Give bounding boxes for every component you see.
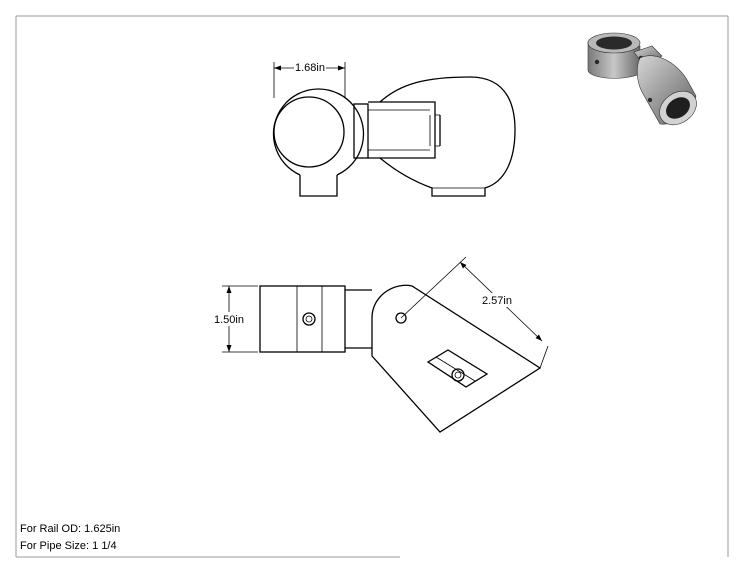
length-dimension-label: 2.57in xyxy=(482,295,512,307)
front-view xyxy=(259,284,542,433)
dimension-width: 1.68in xyxy=(273,60,346,98)
fitting-3d-icon xyxy=(587,32,697,126)
top-view xyxy=(272,76,516,197)
pipe-size-note: For Pipe Size: 1 1/4 xyxy=(20,540,117,552)
rail-od-note: For Rail OD: 1.625in xyxy=(20,523,121,535)
dimension-height: 1.50in xyxy=(210,285,258,353)
height-dimension-label: 1.50in xyxy=(214,314,244,326)
sheet-border xyxy=(15,15,729,558)
dimension-length: 2.57in xyxy=(400,256,549,369)
width-dimension-label: 1.68in xyxy=(295,62,325,74)
